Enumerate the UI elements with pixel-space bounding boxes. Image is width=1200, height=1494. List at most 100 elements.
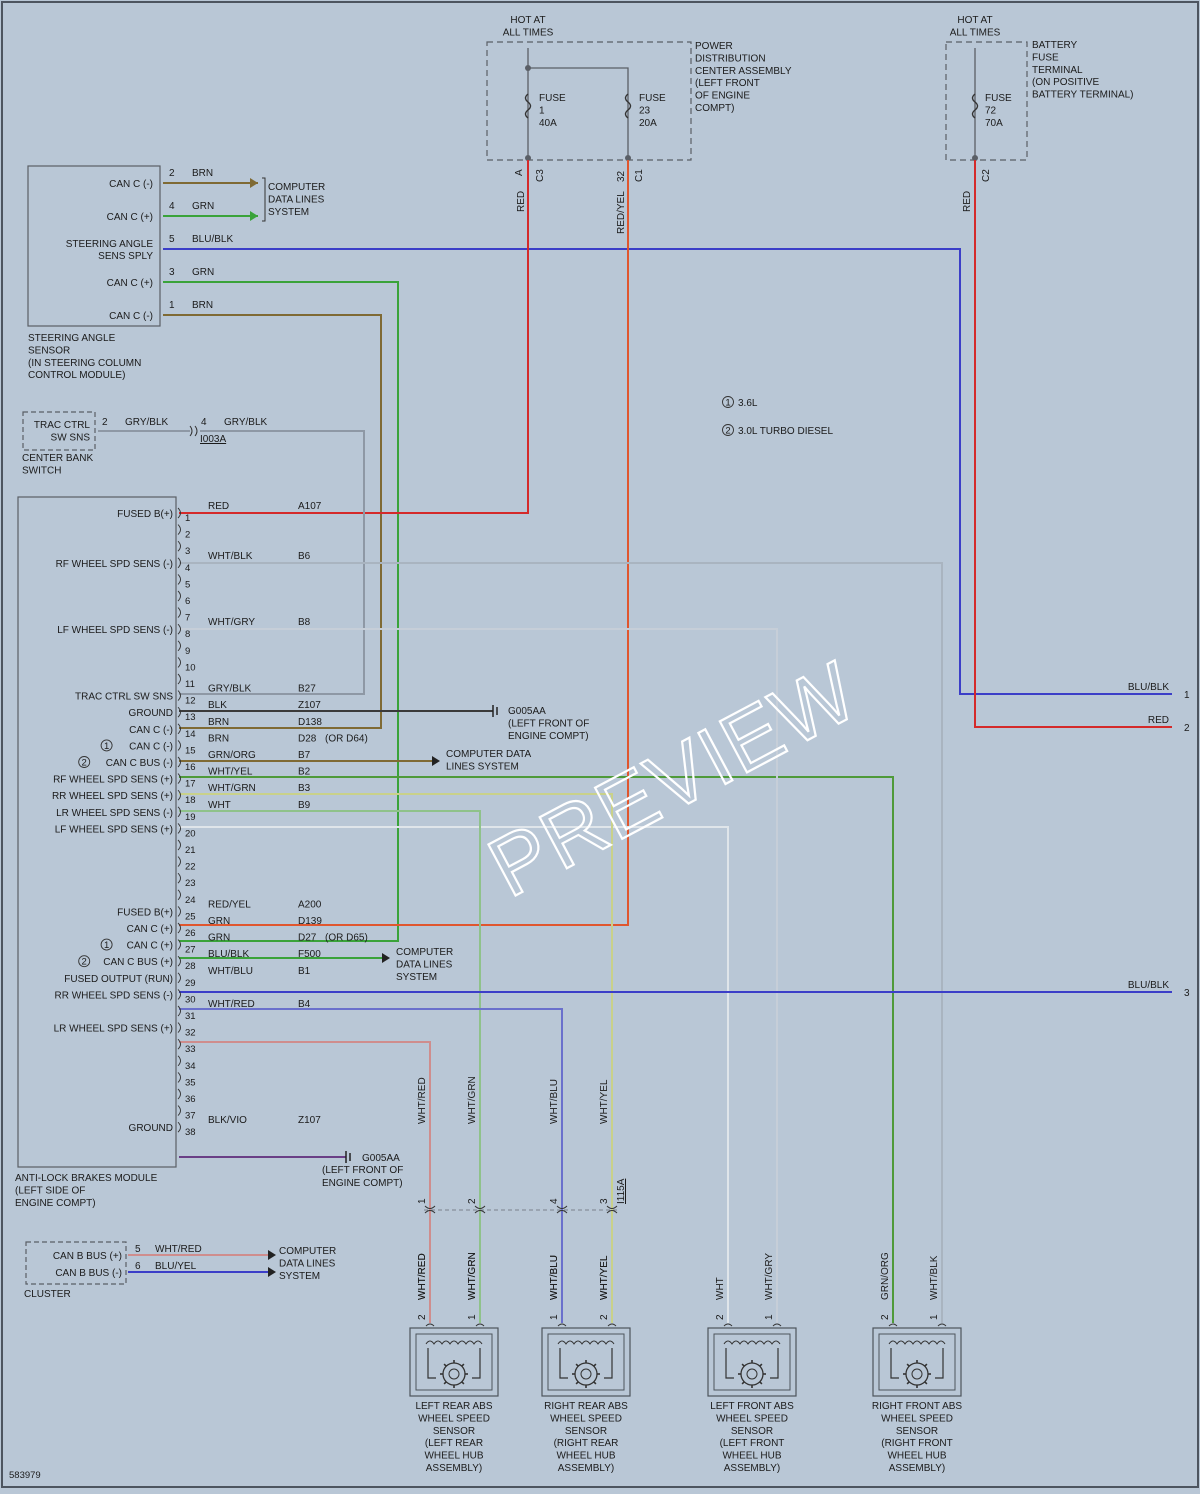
wire-grn-org-16 [179, 776, 894, 1323]
sensor-wire: WHT/GRN [467, 1252, 478, 1300]
wire-wht-grn-18 [179, 810, 481, 1323]
abs-pin-number: 38 [185, 1127, 196, 1138]
cluster-wire: WHT/RED [155, 1244, 202, 1255]
abs-wire-circuit: D138 [298, 717, 322, 728]
sas-wire-color: BLU/BLK [192, 234, 233, 245]
abs-pin-number: 10 [185, 662, 196, 673]
sas-pin-label: STEERING ANGLE [66, 239, 154, 250]
abs-wire-circuit: B1 [298, 966, 311, 977]
steering-angle-sensor-name: SENSOR [28, 345, 70, 356]
ground-icon [492, 705, 498, 717]
abs-wire-circuit: B4 [298, 999, 311, 1010]
fuse-23-icon [624, 93, 632, 119]
fuse-72-label: 70A [985, 118, 1003, 129]
abs-pin-number: 26 [185, 928, 196, 939]
abs-pin-tick [177, 590, 181, 602]
sas-cdl-label: DATA LINES [268, 194, 325, 205]
gear-tooth-icon [924, 1381, 928, 1385]
wire-label-red-yel: RED/YEL [616, 191, 627, 234]
fuse-1-label: FUSE [539, 93, 566, 104]
legend-number: 2 [725, 426, 730, 437]
abs-pin-number: 24 [185, 895, 196, 906]
wire-wht-yel-17 [179, 793, 613, 1323]
arrow-icon [268, 1267, 276, 1277]
abs-pin-tick [177, 972, 181, 984]
i115a-pin: 1 [417, 1198, 428, 1204]
sensor-name: ASSEMBLY) [724, 1463, 781, 1474]
abs-wire-color: GRN [208, 916, 230, 927]
sas-pin-number: 3 [169, 267, 175, 278]
abs-pin-number: 20 [185, 828, 196, 839]
battery-title: (ON POSITIVE [1032, 77, 1100, 88]
abs-pin-tick [177, 623, 181, 635]
abs-wire-circuit: F500 [298, 949, 321, 960]
abs-module-name: (LEFT SIDE OF [15, 1185, 85, 1196]
pdc-pin-32: 32 [616, 170, 627, 182]
abs-pin-number: 9 [185, 646, 190, 657]
pdc-conn-c1: C1 [634, 169, 645, 182]
abs-pin-number: 25 [185, 911, 196, 922]
abs-wire-circuit: B2 [298, 767, 311, 778]
sas-pin-label: CAN C (+) [107, 212, 153, 223]
sensor-name: SENSOR [433, 1426, 475, 1437]
abs-wire-circuit: B7 [298, 750, 311, 761]
i115a-wire-bottom: WHT/GRN [467, 1252, 478, 1300]
abs-pin-tick [177, 706, 181, 718]
legend-number: 1 [725, 398, 730, 409]
abs-pin-label: CAN C (-) [129, 741, 173, 752]
gear-tooth-icon [461, 1363, 465, 1367]
abs-pin-tick [177, 723, 181, 735]
sensor-inner [547, 1333, 625, 1391]
gear-tooth-icon [575, 1363, 579, 1367]
trac-wire: GRY/BLK [125, 417, 168, 428]
sensor-name: WHEEL HUB [424, 1451, 483, 1462]
abs-pin-number: 2 [185, 530, 190, 541]
sensor-wire: WHT/BLK [929, 1255, 940, 1300]
sensor-wire: WHT [715, 1277, 726, 1300]
i115a-pin: 4 [549, 1198, 560, 1204]
abs-wire-color: BLK [208, 700, 227, 711]
wire-wht-gry-8 [179, 628, 778, 1323]
abs-pin-number: 18 [185, 795, 196, 806]
sensor-inner [713, 1333, 791, 1391]
abs-pin-tick [177, 740, 181, 751]
abs-pin-label: RR WHEEL SPD SENS (-) [54, 990, 173, 1001]
fuse-23-label: FUSE [639, 93, 666, 104]
pdc-title: (LEFT FRONT [695, 78, 760, 89]
note-circle-icon [78, 756, 91, 768]
sensor-name: (RIGHT REAR [554, 1438, 619, 1449]
sensor-inner [878, 1333, 956, 1391]
connector-pin-icon [424, 1205, 436, 1214]
trac-wire-2: GRY/BLK [224, 417, 267, 428]
abs-pin-tick [177, 507, 181, 519]
gear-tooth-icon [443, 1381, 447, 1385]
abs-pin-label: CAN C (+) [127, 941, 173, 952]
abs-pin-tick [177, 806, 181, 818]
abs-pin-number: 12 [185, 696, 196, 707]
wire-label-red: RED [962, 191, 973, 212]
sensor-pin: 2 [417, 1314, 428, 1320]
ground-g005aa-label: G005AA [362, 1153, 400, 1164]
abs-pin-tick [177, 1022, 181, 1033]
sensor-pin: 1 [929, 1314, 940, 1320]
pdc-title: OF ENGINE [695, 91, 750, 102]
output-wire-color: RED [1148, 715, 1169, 726]
abs-wire-color: BRN [208, 717, 229, 728]
diagram-id: 583979 [9, 1470, 41, 1481]
gear-tooth-icon [593, 1381, 597, 1385]
legend-circle-icon [722, 396, 734, 408]
abs-pin-label: CAN C (-) [129, 725, 173, 736]
sensor-name: WHEEL HUB [556, 1451, 615, 1462]
abs-pin-tick [177, 823, 181, 834]
abs-pin-tick [177, 889, 181, 901]
gear-tooth-icon [593, 1363, 597, 1367]
abs-pin-tick [177, 1005, 181, 1017]
i115a-wire-top: WHT/GRN [467, 1076, 478, 1124]
abs-note-number: 1 [104, 741, 109, 752]
abs-wire-color: BRN [208, 733, 229, 744]
abs-pin-number: 31 [185, 1011, 196, 1022]
abs-pin-tick [177, 856, 181, 867]
cluster-pin: 6 [135, 1261, 141, 1272]
sensor-coil-icon [425, 1340, 483, 1345]
